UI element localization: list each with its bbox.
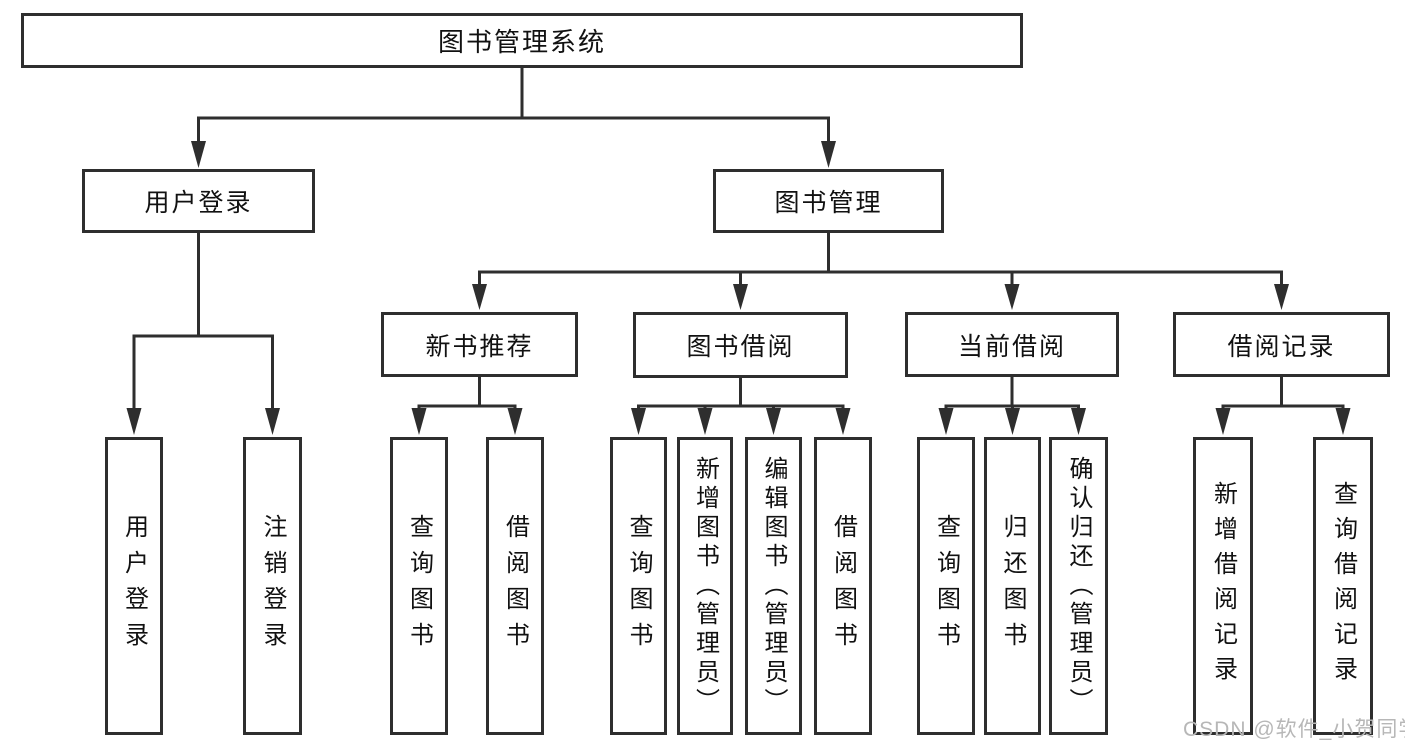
leaf-confirm-return-admin: 确认归还（管理员） (1049, 437, 1108, 735)
leaf-borrow-books-1: 借阅图书 (486, 437, 544, 735)
leaf-user-login: 用户登录 (105, 437, 163, 735)
arrow-icon (631, 408, 646, 435)
leaf-query-books-3: 查询图书 (917, 437, 975, 735)
node-book-borrow: 图书借阅 (633, 312, 848, 378)
arrow-icon (1215, 408, 1231, 435)
leaf-logout-login: 注销登录 (243, 437, 302, 735)
node-root: 图书管理系统 (21, 13, 1023, 68)
arrow-icon (472, 284, 487, 310)
leaf-return-books: 归还图书 (984, 437, 1041, 735)
arrow-icon (766, 408, 781, 435)
node-borrow-records: 借阅记录 (1173, 312, 1390, 377)
leaf-query-books-2: 查询图书 (610, 437, 667, 735)
arrow-icon (411, 408, 427, 435)
arrow-icon (1005, 408, 1020, 435)
leaf-add-borrow-record: 新增借阅记录 (1193, 437, 1253, 735)
arrow-icon (697, 408, 713, 435)
arrow-icon (1274, 284, 1289, 310)
arrow-icon (938, 408, 954, 435)
arrow-icon (1071, 408, 1086, 435)
arrowheads (126, 141, 1351, 435)
node-new-book-recommend: 新书推荐 (381, 312, 578, 377)
leaf-borrow-books-2: 借阅图书 (814, 437, 872, 735)
watermark: CSDN @软件_小贺同学 (1183, 718, 1405, 741)
arrow-icon (507, 408, 523, 435)
leaf-add-book-admin: 新增图书（管理员） (677, 437, 733, 735)
leaf-edit-book-admin: 编辑图书（管理员） (745, 437, 802, 735)
leaf-query-books-1: 查询图书 (390, 437, 448, 735)
arrow-icon (733, 284, 748, 310)
arrow-icon (821, 141, 836, 168)
arrow-icon (1004, 284, 1020, 310)
node-user-login: 用户登录 (82, 169, 315, 233)
arrow-icon (126, 408, 142, 435)
node-book-management: 图书管理 (713, 169, 944, 233)
arrow-icon (265, 408, 280, 435)
arrow-icon (1335, 408, 1351, 435)
arrow-icon (835, 408, 851, 435)
leaf-query-borrow-record: 查询借阅记录 (1313, 437, 1373, 735)
arrow-icon (191, 141, 206, 168)
node-current-borrow: 当前借阅 (905, 312, 1119, 377)
